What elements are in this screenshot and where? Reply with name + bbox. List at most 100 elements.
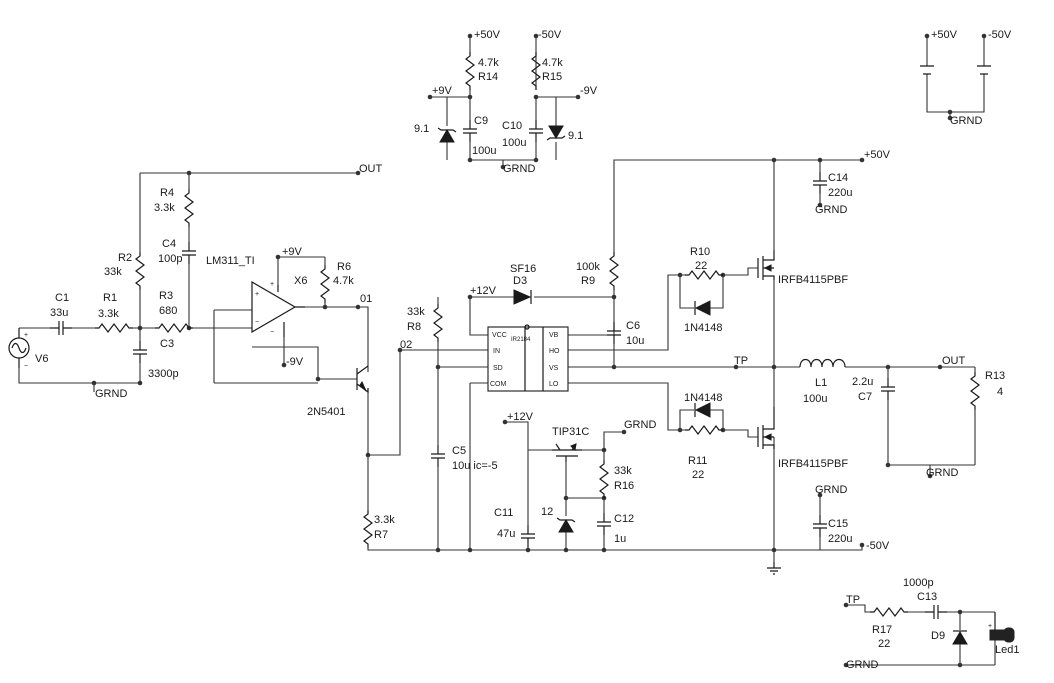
- r15-value: 4.7k: [542, 57, 563, 69]
- svg-text:−: −: [24, 363, 28, 370]
- z12-value: 12: [541, 506, 553, 518]
- c7-ref: C7: [858, 391, 872, 403]
- c15-ref: C15: [828, 518, 848, 530]
- r1-ref: R1: [103, 292, 117, 304]
- ic-pin-ho: HO: [549, 348, 560, 355]
- capacitor-c3: [132, 340, 148, 364]
- c14-ref: C14: [828, 172, 848, 184]
- rail-label: TP: [734, 355, 748, 367]
- diode-d9: [952, 630, 968, 645]
- svg-text:−: −: [270, 329, 274, 336]
- rail-label: -50V: [866, 540, 890, 552]
- rail-label: 01: [360, 293, 372, 305]
- c11-ref: C11: [494, 507, 513, 519]
- d3-ref: D3: [513, 275, 527, 287]
- c6-value: 10u: [626, 335, 644, 347]
- zener-diode-12: [556, 517, 576, 533]
- resistor-r9: [609, 251, 619, 291]
- battery-symbols: [920, 65, 991, 75]
- c13-ref: C13: [917, 591, 937, 603]
- rail-label: +12V: [507, 411, 534, 423]
- resistor-r17: [869, 607, 909, 617]
- comparator-lm311: +− +−: [251, 280, 305, 337]
- r10-ref: R10: [690, 246, 710, 258]
- rail-label: GRND: [95, 388, 127, 400]
- c1-value: 33u: [50, 307, 68, 319]
- capacitor-c5: [430, 444, 446, 468]
- capacitor-c15: [812, 514, 828, 538]
- component-symbols: +− +− +− +: [8, 51, 1015, 645]
- ac-source-v6: +−: [8, 328, 30, 370]
- resistor-r6: [320, 264, 330, 304]
- capacitor-c4: [181, 241, 197, 265]
- resistor-r10: [684, 270, 724, 280]
- r17-ref: R17: [872, 624, 892, 636]
- l1-ref: L1: [815, 377, 827, 389]
- driver-ic-ir2184: [487, 324, 569, 392]
- ic-pin-in: IN: [493, 348, 500, 355]
- r13-value: 4: [997, 386, 1003, 398]
- r4-value: 3.3k: [154, 202, 175, 214]
- rail-label: GRND: [503, 163, 535, 175]
- c15-value: 220u: [828, 533, 852, 545]
- c3-ref: C3: [160, 338, 174, 350]
- c12-ref: C12: [614, 513, 634, 525]
- resistor-r13: [970, 371, 980, 411]
- r14-value: 4.7k: [478, 57, 499, 69]
- labels: +50V -50V +9V -9V GRND +50V -50V GRND OU…: [35, 29, 1019, 671]
- capacitor-c1: [49, 320, 73, 336]
- zener-value: 9.1: [568, 130, 583, 142]
- r17-value: 22: [878, 638, 890, 650]
- c10-ref: C10: [502, 120, 522, 132]
- resistor-r4: [184, 188, 194, 228]
- r7-ref: R7: [374, 529, 388, 541]
- c5-value: 10u ic=-5: [452, 460, 498, 472]
- c14-value: 220u: [828, 187, 852, 199]
- rail-label: -9V: [286, 356, 304, 368]
- rail-label: +12V: [470, 285, 497, 297]
- capacitor-c11: [520, 524, 536, 548]
- d3-value: SF16: [510, 263, 536, 275]
- c9-value: 100u: [472, 145, 496, 157]
- diode-1n4148-bottom: [694, 402, 711, 418]
- r3-ref: R3: [159, 290, 173, 302]
- l1-value: 100u: [803, 393, 827, 405]
- c5-ref: C5: [452, 445, 466, 457]
- r2-value: 33k: [104, 266, 122, 278]
- rail-label: GRND: [846, 659, 878, 671]
- led1-ref: Led1: [995, 644, 1019, 656]
- r1-value: 3.3k: [98, 308, 119, 320]
- resistor-r14: [465, 51, 475, 91]
- zener-diode-9v1-left: [437, 127, 457, 143]
- rail-label: GRND: [624, 419, 656, 431]
- inductor-l1: [799, 358, 846, 368]
- ic-pin-sd: SD: [493, 365, 503, 372]
- capacitor-c7: [880, 377, 896, 401]
- diode-1n4148-top: [694, 300, 711, 316]
- resistor-r16: [599, 459, 609, 499]
- d9-ref: D9: [931, 630, 945, 642]
- lm311-value: LM311_TI: [206, 255, 255, 267]
- r2-ref: R2: [118, 252, 132, 264]
- rail-label: 02: [400, 339, 412, 351]
- wires: [18, 36, 996, 666]
- rail-label: +9V: [432, 85, 453, 97]
- c4-ref: C4: [162, 238, 176, 250]
- m2-value: IRFB4115PBF: [778, 458, 848, 470]
- resistor-r7: [363, 509, 373, 549]
- c1-ref: C1: [55, 292, 69, 304]
- ic-pin-vs: VS: [549, 365, 559, 372]
- q2-value: TIP31C: [552, 426, 589, 438]
- r13-ref: R13: [985, 370, 1005, 382]
- rail-label: GRND: [926, 467, 958, 479]
- c12-value: 1u: [614, 533, 626, 545]
- rail-label: +50V: [474, 29, 501, 41]
- r8-ref: R8: [407, 321, 421, 333]
- ic-part-name: IR2184: [511, 337, 531, 343]
- ic-pin-vb: VB: [549, 332, 559, 339]
- diode-sf16: [513, 289, 532, 305]
- c7-value: 2.2u: [852, 376, 873, 388]
- c9-ref: C9: [474, 115, 488, 127]
- transistor-tip31c: [552, 443, 582, 462]
- capacitor-c12: [596, 512, 612, 536]
